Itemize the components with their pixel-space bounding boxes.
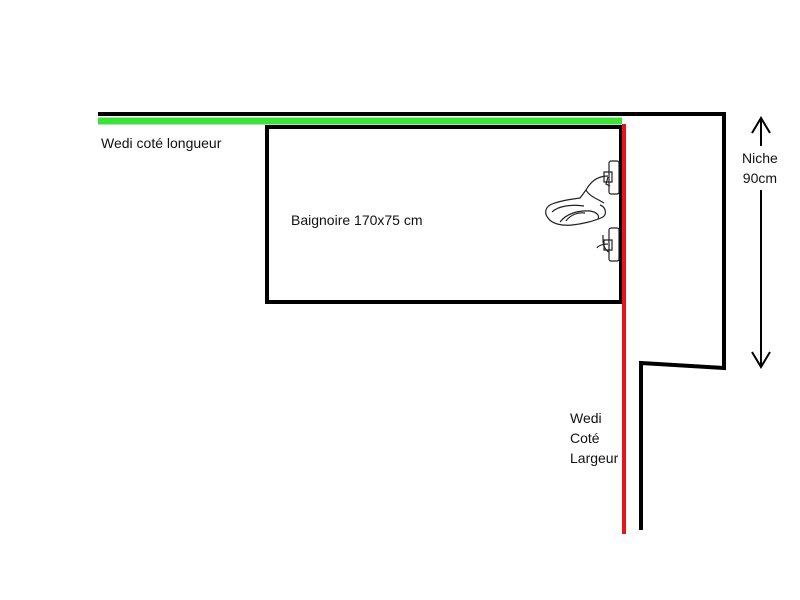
- wall-outline: [98, 112, 726, 530]
- bathtub-label: Baignoire 170x75 cm: [291, 212, 423, 228]
- niche-label: Niche 90cm: [742, 148, 778, 188]
- dimension-arrow-icon: [751, 116, 771, 369]
- wedi-largeur-label-line1: Wedi: [570, 410, 602, 426]
- faucet-icon: [545, 160, 620, 262]
- wedi-largeur-label: Wedi Coté Largeur: [570, 408, 618, 468]
- bathtub-outline: [265, 125, 623, 304]
- wedi-largeur-label-line3: Largeur: [570, 450, 619, 466]
- wedi-largeur-label-line2: Coté: [570, 430, 600, 446]
- niche-label-line1: Niche: [742, 150, 778, 166]
- niche-label-line2: 90cm: [742, 170, 778, 186]
- wedi-longueur-label: Wedi coté longueur: [101, 135, 222, 151]
